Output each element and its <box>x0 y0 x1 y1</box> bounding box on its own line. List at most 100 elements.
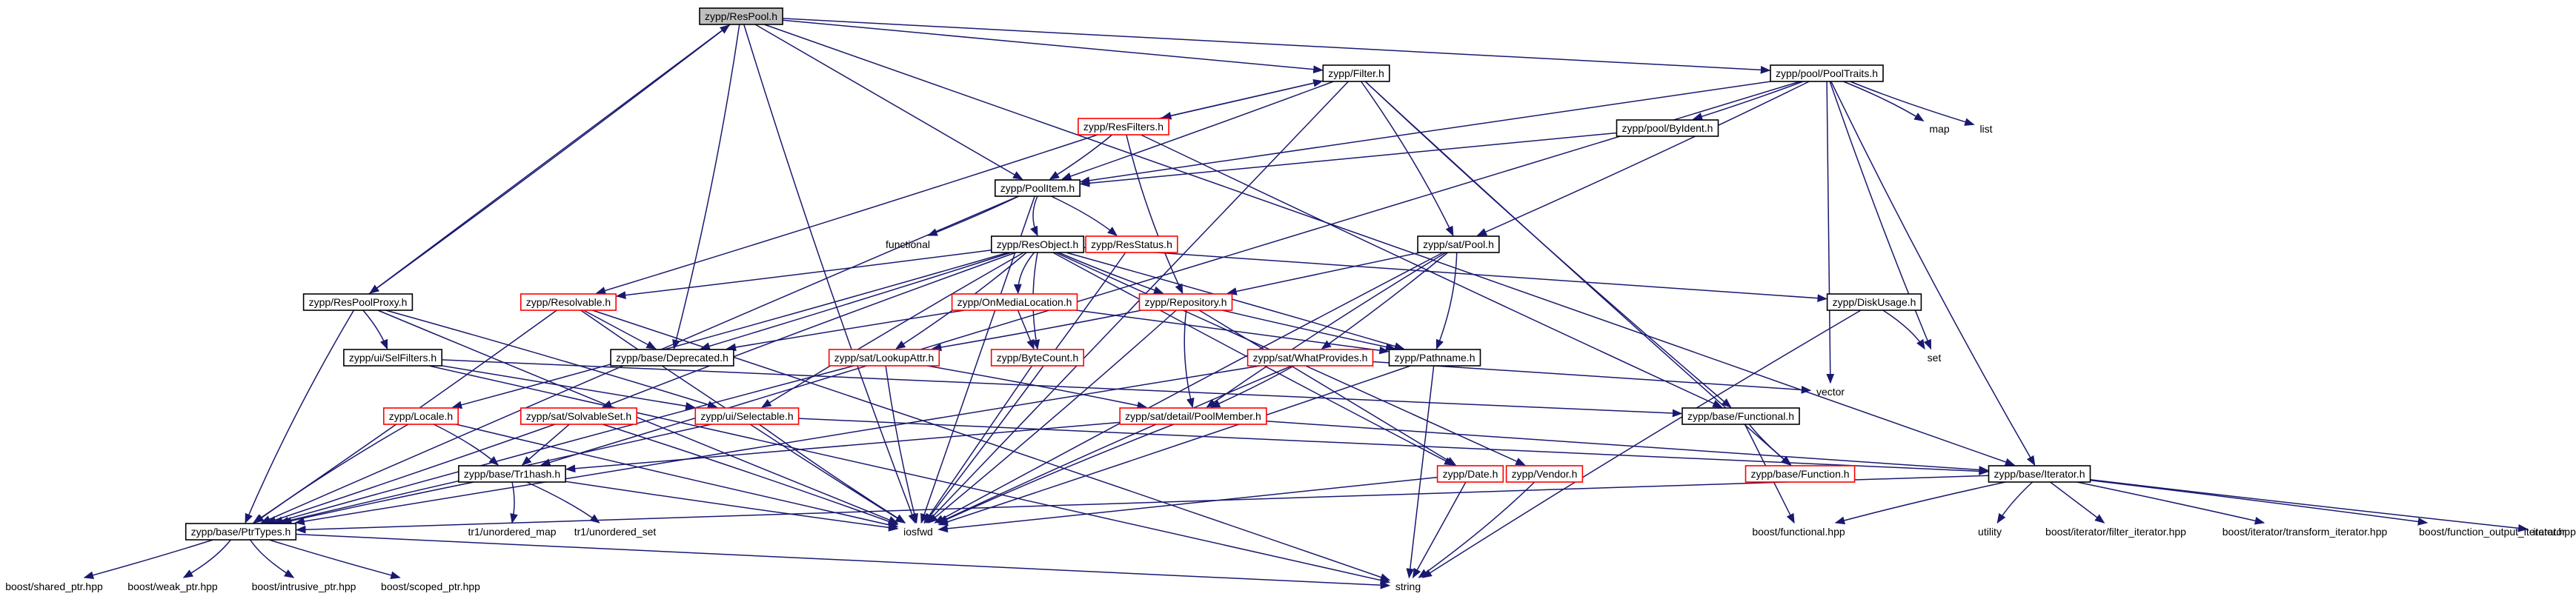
edge-date-to-iosfwd <box>937 476 1438 533</box>
node-label-map: map <box>1929 123 1949 135</box>
edge-ptrtypes-to-sharedptr <box>83 539 213 579</box>
node-label-filteriter: boost/iterator/filter_iterator.hpp <box>2045 526 2186 538</box>
node-ptrtypes[interactable]: zypp/base/PtrTypes.h <box>185 523 297 541</box>
edge-poolitem-to-resstatus <box>1051 195 1118 236</box>
edge-satpool-to-whatprovides <box>1321 252 1449 350</box>
node-resstatus[interactable]: zypp/ResStatus.h <box>1085 235 1178 253</box>
edge-respoolproxy-to-respool <box>368 24 730 295</box>
node-date[interactable]: zypp/Date.h <box>1436 465 1504 483</box>
edge-solvableset-to-ptrtypes <box>265 424 556 524</box>
node-label-ondemand: zypp/OnMediaLocation.h <box>957 296 1072 308</box>
edge-poolmember-to-iterator <box>1266 421 1989 474</box>
node-label-boostfunctional: boost/functional.hpp <box>1752 526 1845 538</box>
edge-tr1hash-to-iosfwd <box>565 481 899 532</box>
edge-pooltraits-to-vector <box>1826 81 1835 384</box>
node-selfilters[interactable]: zypp/ui/SelFilters.h <box>343 349 442 367</box>
node-diskusage[interactable]: zypp/DiskUsage.h <box>1826 293 1922 311</box>
node-label-byident: zypp/pool/ByIdent.h <box>1622 122 1713 134</box>
node-intrusiveptr: boost/intrusive_ptr.hpp <box>252 581 356 592</box>
node-byident[interactable]: zypp/pool/ByIdent.h <box>1616 119 1719 137</box>
node-layer: zypp/ResPool.h zypp/Filter.h zypp/pool/Poo… <box>5 7 2576 592</box>
edge-respool-to-respoolproxy <box>369 24 731 294</box>
node-label-whatprovides: zypp/sat/WhatProvides.h <box>1253 352 1368 364</box>
node-poolmember[interactable]: zypp/sat/detail/PoolMember.h <box>1119 407 1267 425</box>
node-box-satpool <box>1417 235 1500 253</box>
node-filteriter: boost/iterator/filter_iterator.hpp <box>2045 526 2186 538</box>
edge-poolmember-to-iosfwd <box>937 424 1175 524</box>
edge-bytecount-to-iosfwd <box>923 365 1033 524</box>
node-whatprovides[interactable]: zypp/sat/WhatProvides.h <box>1246 349 1374 367</box>
node-box-locale <box>382 407 459 425</box>
edge-ptrtypes-to-intrusiveptr <box>249 539 295 578</box>
edge-filter-to-poolitem <box>1061 81 1334 181</box>
node-box-bytecount <box>990 349 1084 367</box>
edge-pathname-to-string <box>1406 365 1435 579</box>
edge-tr1hash-to-tr1map <box>510 481 518 524</box>
edge-selfilters-to-basefunctional <box>442 359 1683 418</box>
edge-iterator-to-boostfunctional <box>1834 481 2006 525</box>
edge-iterator-to-utility <box>1996 481 2034 524</box>
node-label-bytecount: zypp/ByteCount.h <box>997 352 1079 364</box>
edge-resobject-to-pathname <box>1066 252 1405 350</box>
edge-resobject-to-deprecated <box>700 252 1012 350</box>
node-repository[interactable]: zypp/Repository.h <box>1138 293 1233 311</box>
node-box-respool <box>699 7 783 25</box>
edge-solvableset-to-iosfwd <box>602 424 899 526</box>
edge-ondemand-to-deprecated <box>726 310 965 352</box>
node-resfilters[interactable]: zypp/ResFilters.h <box>1078 118 1169 136</box>
node-ondemand[interactable]: zypp/OnMediaLocation.h <box>951 293 1078 311</box>
edge-whatprovides-to-ptrtypes <box>294 365 1261 526</box>
node-box-deprecated <box>610 349 734 367</box>
node-label-lookupattr: zypp/sat/LookupAttr.h <box>834 352 935 364</box>
edge-filter-to-iosfwd <box>926 81 1350 524</box>
node-respoolproxy[interactable]: zypp/ResPoolProxy.h <box>302 293 414 311</box>
edge-ondemand-to-bytecount <box>1017 310 1035 350</box>
node-iterator[interactable]: zypp/base/Iterator.h <box>1988 465 2091 483</box>
node-basefunctional[interactable]: zypp/base/Functional.h <box>1682 407 1800 425</box>
node-box-selfilters <box>343 349 442 367</box>
edge-basefunctional-to-basefunction <box>1748 424 1792 466</box>
node-poolitem[interactable]: zypp/PoolItem.h <box>995 179 1081 197</box>
node-selectable[interactable]: zypp/ui/Selectable.h <box>694 407 800 425</box>
edge-pooltraits-to-poolitem <box>1079 81 1771 185</box>
node-locale[interactable]: zypp/Locale.h <box>382 407 459 425</box>
node-label-intrusiveptr: boost/intrusive_ptr.hpp <box>252 581 356 592</box>
node-box-basefunction <box>1745 465 1856 483</box>
node-bytecount[interactable]: zypp/ByteCount.h <box>990 349 1084 367</box>
node-solvableset[interactable]: zypp/sat/SolvableSet.h <box>519 407 637 425</box>
edge-resobject-to-locale <box>451 252 1009 409</box>
edge-pooltraits-to-map <box>1843 81 1925 122</box>
edge-selectable-to-iterator <box>798 418 1989 475</box>
node-basefunction[interactable]: zypp/base/Function.h <box>1745 465 1856 483</box>
node-iosfwd: iosfwd <box>903 526 933 538</box>
node-lookupattr[interactable]: zypp/sat/LookupAttr.h <box>828 349 940 367</box>
node-respool[interactable]: zypp/ResPool.h <box>699 7 783 25</box>
edge-iterator-to-funcoutiter <box>2090 479 2429 526</box>
node-pooltraits[interactable]: zypp/pool/PoolTraits.h <box>1770 64 1884 82</box>
node-label-repository: zypp/Repository.h <box>1144 296 1226 308</box>
edge-lookupattr-to-ptrtypes <box>272 365 854 524</box>
node-tr1hash[interactable]: zypp/base/Tr1hash.h <box>458 465 566 483</box>
node-filter[interactable]: zypp/Filter.h <box>1322 64 1390 82</box>
node-pathname[interactable]: zypp/Pathname.h <box>1388 349 1481 367</box>
node-box-vendor <box>1505 465 1584 483</box>
node-deprecated[interactable]: zypp/base/Deprecated.h <box>610 349 734 367</box>
node-label-functional: functional <box>886 238 930 250</box>
edge-poolitem-to-resobject <box>1030 195 1038 237</box>
node-box-respoolproxy <box>302 293 414 311</box>
edge-ptrtypes-to-weakptr <box>182 539 231 578</box>
node-resobject[interactable]: zypp/ResObject.h <box>991 235 1085 253</box>
edge-resobject-to-resolvable <box>615 249 992 299</box>
edge-tr1hash-to-ptrtypes <box>281 481 474 525</box>
node-label-diskusage: zypp/DiskUsage.h <box>1833 296 1916 308</box>
node-iteratorstd: iterator <box>2533 526 2566 538</box>
node-label-tr1map: tr1/unordered_map <box>468 526 556 538</box>
node-label-tr1hash: zypp/base/Tr1hash.h <box>464 468 560 480</box>
node-resolvable[interactable]: zypp/Resolvable.h <box>519 293 617 311</box>
node-vendor[interactable]: zypp/Vendor.h <box>1505 465 1584 483</box>
edge-pooltraits-to-set <box>1829 81 1932 350</box>
node-satpool[interactable]: zypp/sat/Pool.h <box>1417 235 1500 253</box>
edge-date-to-string <box>1412 481 1467 579</box>
node-boostfunctional: boost/functional.hpp <box>1752 526 1845 538</box>
